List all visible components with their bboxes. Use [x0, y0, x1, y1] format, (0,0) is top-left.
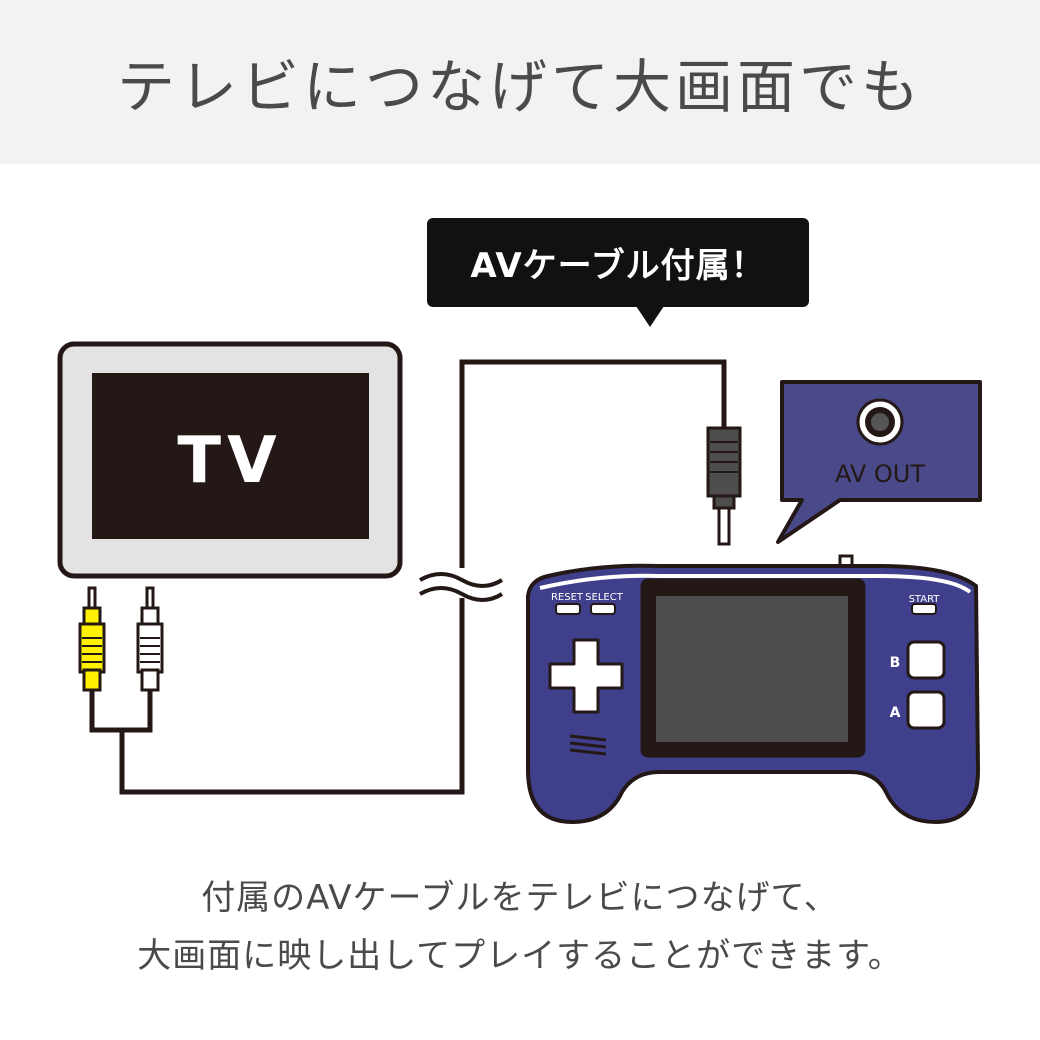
a-button[interactable] [906, 690, 946, 730]
av-cable [89, 359, 727, 795]
console-screen [656, 596, 848, 742]
tv-label: TV [177, 424, 282, 498]
mini-jack-plug [706, 426, 742, 546]
rca-yellow-plug [78, 586, 106, 692]
dpad[interactable] [548, 638, 624, 714]
b-label: B [890, 655, 901, 671]
cable-break-mark [419, 568, 504, 602]
start-label: START [909, 594, 941, 605]
header-title: テレビにつなげて大画面でも [116, 53, 923, 121]
caption-line-2: 大画面に映し出してプレイすることができます。 [137, 936, 903, 976]
callout-box: AVケーブル付属！ [427, 218, 809, 307]
av-out-callout: AV OUT [776, 380, 982, 544]
tv-illustration: TV [57, 341, 403, 579]
header-band [0, 0, 1040, 164]
av-cable-branch [122, 690, 153, 733]
caption-line-1: 付属のAVケーブルをテレビにつなげて、 [201, 878, 839, 918]
select-label: SELECT [585, 592, 624, 603]
game-console: RESET SELECT START B A [526, 554, 980, 824]
rca-white-plug [136, 586, 164, 692]
reset-label: RESET [551, 592, 584, 603]
a-label: A [890, 705, 901, 721]
av-out-label: AV OUT [835, 460, 925, 488]
reset-button[interactable] [555, 603, 581, 615]
callout-pointer [636, 306, 664, 327]
speaker-grille [569, 734, 607, 756]
start-button[interactable] [911, 603, 937, 615]
tv-screen [92, 373, 369, 539]
b-button[interactable] [906, 640, 946, 680]
select-button[interactable] [590, 603, 616, 615]
